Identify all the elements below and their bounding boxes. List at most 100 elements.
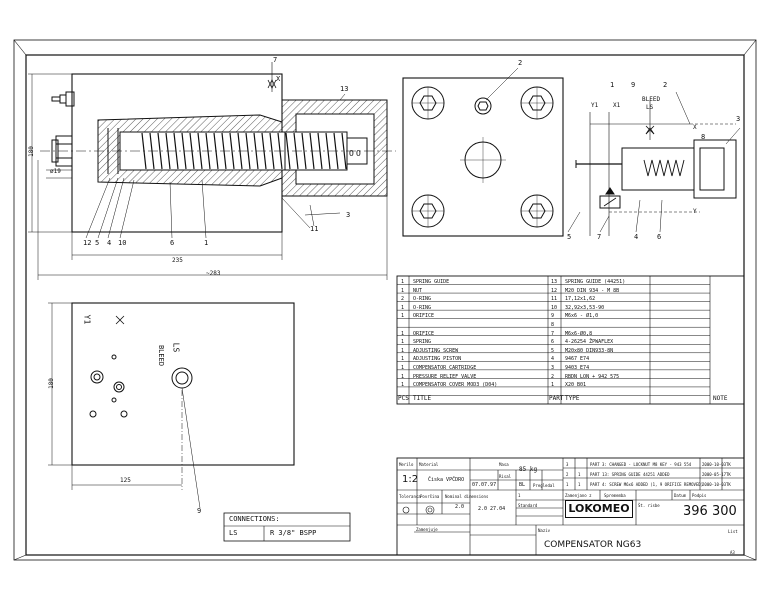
company-logo: LOKOMEO xyxy=(565,500,633,518)
header-part: PART xyxy=(549,395,564,402)
parts-pcs: 1 xyxy=(401,339,405,346)
connections-box xyxy=(223,512,351,542)
parts-title: ADJUSTING PISTON xyxy=(413,356,462,363)
parts-part-no: 9 xyxy=(551,313,555,320)
callout-4: 4 xyxy=(107,239,112,247)
revision-no: 3 xyxy=(566,462,569,467)
parts-type: SPRING GUIDE (44251) xyxy=(565,279,626,285)
section-view: O O xyxy=(28,62,396,280)
scale-value: 1:2 xyxy=(402,474,419,485)
title-block-grid xyxy=(396,457,745,556)
callout-9: 9 xyxy=(197,507,202,515)
sch-callout-5: 5 xyxy=(567,233,572,241)
parts-part-no: 5 xyxy=(551,347,555,354)
label-ls: LS xyxy=(171,342,181,353)
drawing-no-label: Št. risbe xyxy=(638,503,660,508)
parts-title: ORIFICE xyxy=(413,313,435,320)
material-value: Čiska VPČDRO xyxy=(428,477,465,483)
company-name: LOKOMEO xyxy=(568,502,630,515)
parts-pcs: 1 xyxy=(401,365,405,371)
parts-part-no: 8 xyxy=(551,322,555,328)
sch-callout-9: 9 xyxy=(631,81,636,89)
parts-title: O-RING xyxy=(413,304,432,311)
parts-title: O-RING xyxy=(413,296,432,303)
parts-title: ADJUSTING SCREW xyxy=(413,347,459,354)
sch-callout-1: 1 xyxy=(610,81,615,89)
surface-label: Površina xyxy=(420,494,440,499)
callout-3: 3 xyxy=(346,211,351,219)
parts-part-no: 13 xyxy=(551,279,558,285)
change-label: Sprememba xyxy=(604,493,626,498)
part-name: COMPENSATOR NG63 xyxy=(544,540,642,550)
header-note: NOTE xyxy=(713,395,728,402)
parts-title: PRESSURE RELIEF VALVE xyxy=(413,373,477,380)
drawn-label: Risal xyxy=(499,474,512,479)
sch-callout-2: 2 xyxy=(663,81,668,89)
sch-callout-8: 8 xyxy=(701,133,706,141)
revision-date: 2000-05-17 xyxy=(702,472,727,477)
revision-by: TK xyxy=(726,482,731,487)
parts-pcs: 1 xyxy=(401,313,405,320)
parts-part-no: 2 xyxy=(551,373,555,380)
parts-type: 17,12x1,62 xyxy=(565,296,596,303)
callout-6: 6 xyxy=(170,239,175,247)
plan-view xyxy=(402,67,564,237)
parts-part-no: 4 xyxy=(551,356,555,363)
revision-by: TK xyxy=(726,462,731,467)
dim-283: ~283 xyxy=(206,270,221,277)
revision-no: 1 xyxy=(566,482,569,487)
revision-text: PART 4: SCREW M6x6 ADDED (1, 9 ORIFICE R… xyxy=(590,482,704,487)
nominal-label: Nominal dimensions xyxy=(445,494,489,499)
sch-callout-7: 7 xyxy=(597,233,602,241)
dim-125: 125 xyxy=(120,477,131,484)
standard-label: Standard xyxy=(518,503,538,508)
side-view xyxy=(48,302,295,509)
revision-date: 2000-10-03 xyxy=(702,482,727,487)
label-x-top: X xyxy=(276,75,281,83)
sch-label-ls: LS xyxy=(646,104,654,111)
connections-title: CONNECTIONS: xyxy=(229,515,280,523)
parts-part-no: 11 xyxy=(551,296,558,303)
revision-c: 1 xyxy=(578,482,581,487)
svg-text:O: O xyxy=(356,149,361,158)
sch-callout-3: 3 xyxy=(736,115,741,123)
hydraulic-schematic xyxy=(567,91,741,236)
callout-5: 5 xyxy=(95,239,100,247)
parts-pcs: 2 xyxy=(401,296,405,303)
parts-pcs: 1 xyxy=(401,373,405,380)
connection-size: R 3/8" BSPP xyxy=(270,529,317,537)
dim-180-side: 180 xyxy=(47,378,55,389)
parts-part-no: 6 xyxy=(551,339,555,346)
callout-2: 2 xyxy=(518,59,523,67)
parts-pcs: 1 xyxy=(401,347,405,354)
parts-pcs: 1 xyxy=(401,356,405,363)
parts-type: X20 B01 xyxy=(565,382,587,389)
parts-type: 9467 E74 xyxy=(565,356,590,363)
label-bleed: BLEED xyxy=(157,344,166,367)
checked-label: Pregledal xyxy=(533,483,555,488)
parts-title: SPRING GUIDE xyxy=(413,279,450,285)
label-y1: Y1 xyxy=(82,314,92,325)
callout-12: 12 xyxy=(83,239,92,247)
tol-value-label: 1 xyxy=(518,493,521,498)
parts-type: 9403 E74 xyxy=(565,365,590,371)
drawn-by: BL xyxy=(519,482,526,488)
revision-text: PART 13: SPRING GUIDE 44251 ADDED xyxy=(590,472,670,477)
header-pcs: PCS xyxy=(398,395,409,402)
dim-180-top: 180 xyxy=(27,146,35,157)
parts-type: M6x6-Ø0,8 xyxy=(565,330,593,337)
parts-title: COMPENSATOR CARTRIDGE xyxy=(413,365,477,371)
callout-7: 7 xyxy=(273,56,278,64)
svg-text:O: O xyxy=(349,149,354,158)
parts-part-no: 3 xyxy=(551,365,555,371)
drawing-number: 396 300 xyxy=(683,504,737,519)
parts-pcs: 1 xyxy=(401,330,405,337)
connection-port: LS xyxy=(229,529,238,537)
revision-no: 2 xyxy=(566,472,569,477)
sch-callout-6: 6 xyxy=(657,233,662,241)
header-title: TITLE xyxy=(413,395,432,402)
replaced-label: Zamenjano z xyxy=(565,493,592,498)
dim-235: 235 xyxy=(172,257,183,264)
sch-label-x: X xyxy=(693,124,697,131)
